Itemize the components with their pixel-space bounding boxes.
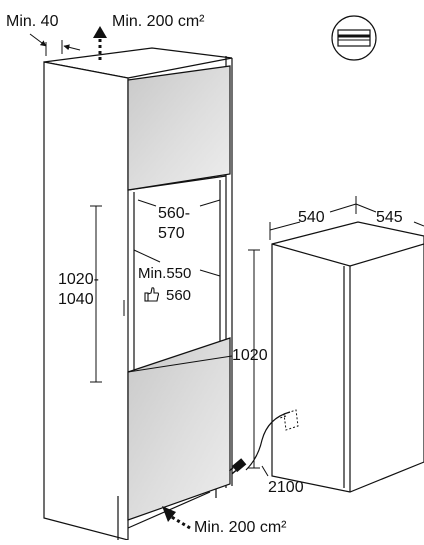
- niche-height-marker: [90, 205, 102, 383]
- niche-min-depth-label: Min.550: [138, 265, 191, 282]
- niche-depth-marker: [137, 199, 221, 207]
- niche-height-label-a: 1020-: [58, 271, 99, 288]
- appliance-height-marker: [248, 249, 260, 469]
- top-vent-arrow: [93, 26, 107, 60]
- niche-recommended-depth-label: 560: [166, 287, 191, 304]
- niche-depth-label-b: 570: [158, 225, 185, 242]
- housing-unit: [43, 47, 233, 541]
- top-vent-gap-marker: [29, 33, 81, 56]
- appliance-width-label: 540: [298, 209, 325, 226]
- appliance-depth-label: 545: [376, 209, 403, 226]
- niche-depth-label-a: 560-: [158, 205, 190, 222]
- appliance-body: [271, 221, 424, 493]
- socket-icon: [279, 409, 299, 431]
- appliance-width-marker: [269, 196, 357, 240]
- appliance-height-label: 1020: [232, 347, 268, 364]
- top-vent-gap-label: Min. 40: [6, 13, 59, 30]
- niche-height-label-b: 1040: [58, 291, 94, 308]
- cable-length-label: 2100: [268, 479, 304, 496]
- top-vent-area-label: Min. 200 cm²: [112, 13, 205, 30]
- thumbs-up-icon: [144, 287, 160, 302]
- upper-door: [127, 65, 231, 191]
- niche-min-depth-marker: [123, 249, 221, 316]
- single-door-fridge-icon: [331, 15, 377, 61]
- power-plug-icon: [229, 458, 247, 475]
- power-cable: [245, 411, 291, 471]
- cable-length-marker: [261, 465, 269, 477]
- appliance-depth-marker: [355, 203, 424, 227]
- bottom-vent-arrow: [162, 506, 191, 530]
- bottom-vent-area-label: Min. 200 cm²: [194, 519, 287, 536]
- lower-door: [127, 337, 231, 521]
- shelf-line: [127, 355, 233, 373]
